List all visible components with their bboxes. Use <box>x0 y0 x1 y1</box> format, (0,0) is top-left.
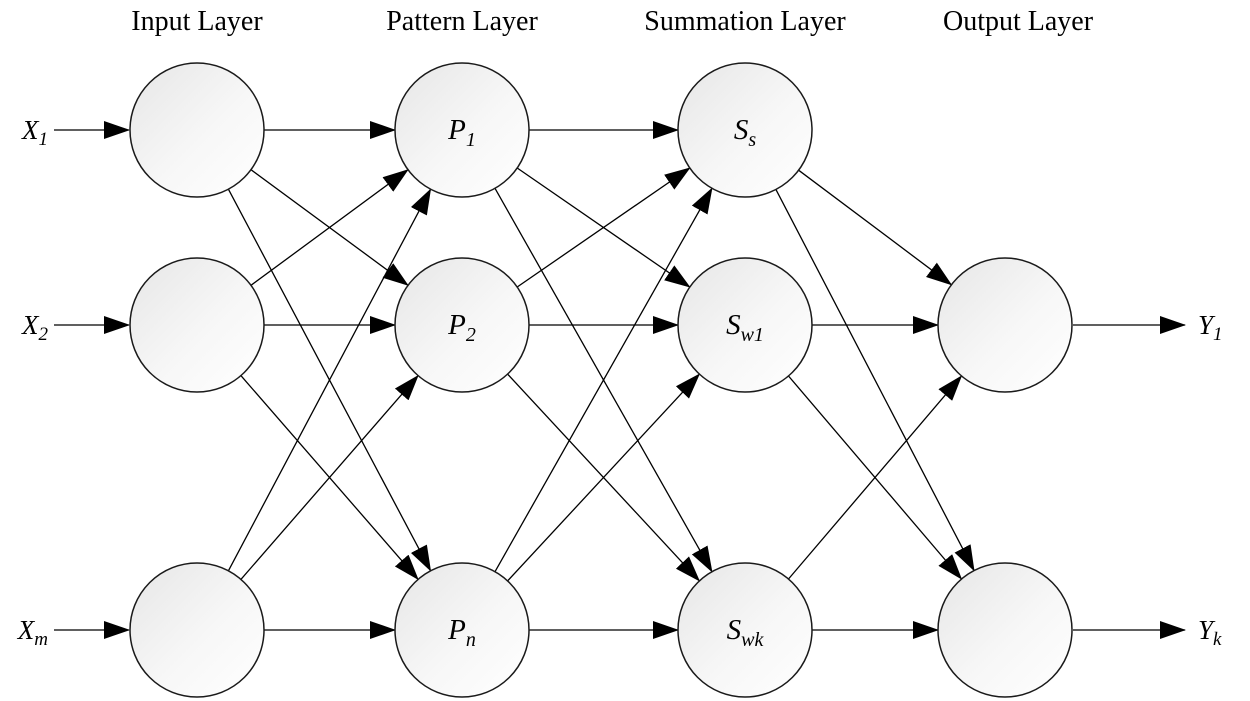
summation-node-wk-label: Swk <box>727 614 765 651</box>
edge-input-to-pattern <box>227 188 432 572</box>
edge-input-to-pattern <box>240 374 419 580</box>
summation-layer-nodes <box>677 62 813 698</box>
summation-layer-title: Summation Layer <box>644 6 846 37</box>
input-label-xm: Xm <box>17 615 48 650</box>
input-layer-nodes <box>129 62 265 698</box>
pattern-node-2-label: P2 <box>447 309 476 346</box>
pattern-node-n-label: Pn <box>447 614 476 651</box>
output-layer-title: Output Layer <box>943 6 1094 37</box>
connection-arrows <box>227 121 975 639</box>
input-node-2 <box>129 257 265 393</box>
edge-summation-to-output <box>788 375 963 580</box>
pattern-layer-nodes <box>394 62 530 698</box>
output-label-y1: Y1 <box>1198 310 1223 345</box>
edge-input-to-pattern <box>250 169 409 286</box>
edge-pattern-to-summation <box>516 167 691 288</box>
pattern-node-1-label: P1 <box>447 114 476 151</box>
edge-summation-to-output <box>775 189 975 572</box>
output-layer-nodes <box>937 257 1073 698</box>
output-node-k <box>937 562 1073 698</box>
summation-node-s <box>677 62 813 198</box>
pattern-layer-title: Pattern Layer <box>386 6 538 37</box>
input-label-x1: X1 <box>21 115 48 150</box>
summation-node-s-label: Ss <box>734 114 757 151</box>
summation-node-wk <box>677 562 813 698</box>
pattern-node-2 <box>394 257 530 393</box>
output-node-1 <box>937 257 1073 393</box>
input-node-1 <box>129 62 265 198</box>
pattern-node-1 <box>394 62 530 198</box>
summation-node-w1 <box>677 257 813 393</box>
summation-node-w1-label: Sw1 <box>726 309 764 346</box>
edge-pattern-to-summation <box>507 373 701 582</box>
input-label-x2: X2 <box>21 310 49 345</box>
input-layer-title: Input Layer <box>131 6 263 37</box>
input-node-m <box>129 562 265 698</box>
pattern-node-n <box>394 562 530 698</box>
output-label-yk: Yk <box>1198 615 1222 650</box>
edge-summation-to-output <box>798 169 953 286</box>
edge-pattern-to-summation <box>494 187 713 573</box>
